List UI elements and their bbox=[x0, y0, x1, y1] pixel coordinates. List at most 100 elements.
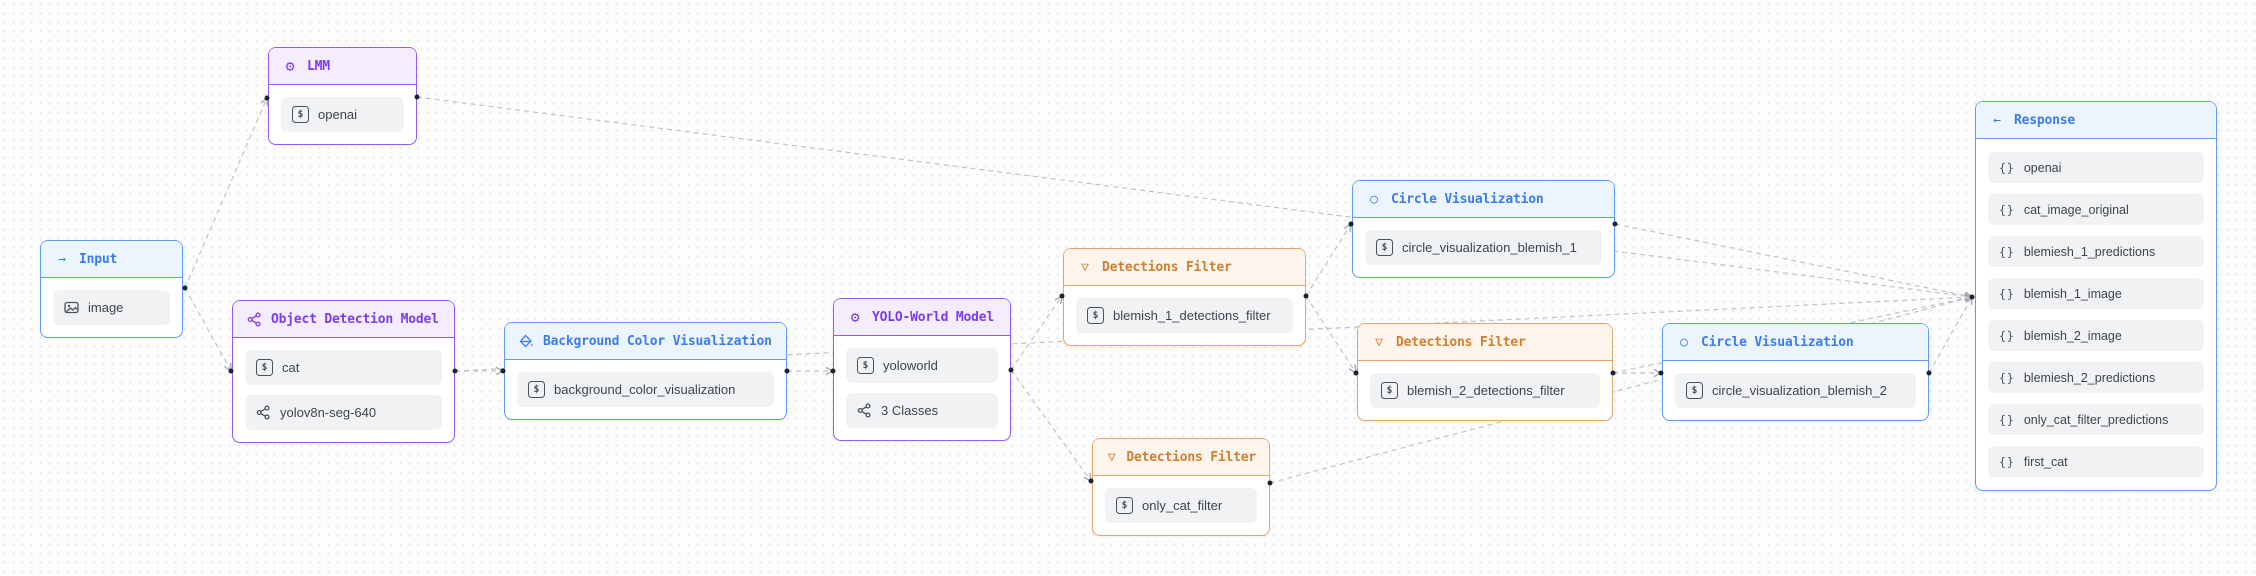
circle-icon: ○ bbox=[1370, 191, 1378, 207]
response-field-blemiesh-1-predictions[interactable]: {} blemiesh_1_predictions bbox=[1988, 236, 2204, 267]
braces-icon: {} bbox=[1999, 370, 2015, 385]
response-field-label: first_cat bbox=[2023, 454, 2068, 469]
node-circle-visualization-blemish-2[interactable]: ○ Circle Visualization $ circle_visualiz… bbox=[1662, 323, 1929, 421]
response-field-label: blemiesh_1_predictions bbox=[2023, 244, 2156, 259]
edge-yolo-dfonly bbox=[1010, 369, 1091, 481]
node-bcv-header: Background Color Visualization bbox=[505, 323, 786, 360]
node-circle-visualization-blemish-1[interactable]: ○ Circle Visualization $ circle_visualiz… bbox=[1352, 180, 1615, 278]
node-background-color-visualization[interactable]: Background Color Visualization $ backgro… bbox=[504, 322, 787, 420]
funnel-icon: ▽ bbox=[1375, 334, 1383, 350]
edge-cv1-response bbox=[1614, 223, 1972, 297]
step-label: image bbox=[88, 300, 124, 315]
step-label: yolov8n-seg-640 bbox=[280, 405, 377, 420]
arrow-right-icon: → bbox=[58, 251, 66, 267]
response-field-only-cat-filter-predictions[interactable]: {} only_cat_filter_predictions bbox=[1988, 404, 2204, 435]
step-chip-only-cat-filter[interactable]: $ only_cat_filter bbox=[1105, 488, 1257, 523]
parameter-icon: $ bbox=[1381, 382, 1398, 399]
edge-df1-df2 bbox=[1305, 295, 1356, 373]
node-cv2-header: ○ Circle Visualization bbox=[1663, 324, 1928, 361]
edge-cv2-response bbox=[1928, 297, 1972, 374]
braces-icon: {} bbox=[1999, 454, 2015, 469]
node-title: Detections Filter bbox=[1102, 259, 1232, 275]
network-icon bbox=[857, 403, 872, 418]
step-label: yoloworld bbox=[883, 358, 938, 373]
parameter-icon: $ bbox=[1116, 497, 1133, 514]
node-df2-header: ▽ Detections Filter bbox=[1358, 324, 1612, 361]
step-label: openai bbox=[318, 107, 358, 122]
node-lmm-header: ⚙ LMM bbox=[269, 48, 416, 85]
step-label: 3 Classes bbox=[881, 403, 939, 418]
node-df1-header: ▽ Detections Filter bbox=[1064, 249, 1305, 286]
response-field-label: only_cat_filter_predictions bbox=[2023, 412, 2169, 427]
node-title: Response bbox=[2014, 112, 2076, 128]
step-chip-openai[interactable]: $ openai bbox=[281, 97, 404, 132]
node-yolo-header: ⚙ YOLO-World Model bbox=[834, 299, 1010, 336]
step-label: circle_visualization_blemish_2 bbox=[1712, 383, 1887, 398]
braces-icon: {} bbox=[1999, 286, 2015, 301]
node-yolo-world-model[interactable]: ⚙ YOLO-World Model $ yoloworld 3 Classes bbox=[833, 298, 1011, 441]
braces-icon: {} bbox=[1999, 160, 2015, 175]
parameter-icon: $ bbox=[1376, 239, 1393, 256]
response-field-label: openai bbox=[2023, 160, 2062, 175]
funnel-icon: ▽ bbox=[1107, 449, 1116, 465]
step-chip-circle-visualization-blemish-2[interactable]: $ circle_visualization_blemish_2 bbox=[1675, 373, 1916, 408]
braces-icon: {} bbox=[1999, 244, 2015, 259]
step-chip-3-classes[interactable]: 3 Classes bbox=[846, 393, 998, 428]
node-odm-header: Object Detection Model bbox=[233, 301, 454, 338]
network-icon bbox=[256, 405, 271, 420]
braces-icon: {} bbox=[1999, 328, 2015, 343]
node-title: Detections Filter bbox=[1126, 449, 1256, 465]
parameter-icon: $ bbox=[857, 357, 874, 374]
node-input[interactable]: → Input image bbox=[40, 240, 183, 338]
response-field-blemiesh-2-predictions[interactable]: {} blemiesh_2_predictions bbox=[1988, 362, 2204, 393]
step-chip-circle-visualization-blemish-1[interactable]: $ circle_visualization_blemish_1 bbox=[1365, 230, 1602, 265]
step-chip-blemish-2-detections-filter[interactable]: $ blemish_2_detections_filter bbox=[1370, 373, 1600, 408]
node-title: YOLO-World Model bbox=[872, 309, 995, 325]
parameter-icon: $ bbox=[292, 106, 309, 123]
step-label: background_color_visualization bbox=[554, 382, 736, 397]
node-object-detection-model[interactable]: Object Detection Model $ cat yolov8n-seg… bbox=[232, 300, 455, 443]
response-field-cat-image-original[interactable]: {} cat_image_original bbox=[1988, 194, 2204, 225]
step-chip-yolov8n[interactable]: yolov8n-seg-640 bbox=[245, 395, 442, 430]
node-detections-filter-blemish-1[interactable]: ▽ Detections Filter $ blemish_1_detectio… bbox=[1063, 248, 1306, 346]
edge-yolo-df1 bbox=[1010, 296, 1062, 371]
response-field-blemish-2-image[interactable]: {} blemish_2_image bbox=[1988, 320, 2204, 351]
node-response[interactable]: ← Response {} openai {} cat_image_origin… bbox=[1975, 101, 2217, 491]
node-title: LMM bbox=[307, 58, 330, 74]
paint-bucket-icon bbox=[518, 334, 534, 349]
edge-input-lmm bbox=[184, 98, 267, 289]
step-chip-cat[interactable]: $ cat bbox=[245, 350, 442, 385]
node-detections-filter-blemish-2[interactable]: ▽ Detections Filter $ blemish_2_detectio… bbox=[1357, 323, 1613, 421]
step-label: only_cat_filter bbox=[1142, 498, 1223, 513]
node-title: Circle Visualization bbox=[1701, 334, 1854, 350]
step-chip-yoloworld[interactable]: $ yoloworld bbox=[846, 348, 998, 383]
parameter-icon: $ bbox=[256, 359, 273, 376]
model-gear-icon: ⚙ bbox=[285, 56, 295, 75]
node-title: Background Color Visualization bbox=[543, 333, 772, 349]
response-field-openai[interactable]: {} openai bbox=[1988, 152, 2204, 183]
step-chip-background-color-visualization[interactable]: $ background_color_visualization bbox=[517, 372, 774, 407]
node-cv1-header: ○ Circle Visualization bbox=[1353, 181, 1614, 218]
node-dfonly-header: ▽ Detections Filter bbox=[1093, 439, 1269, 476]
edge-df1-cv1 bbox=[1305, 224, 1351, 297]
node-title: Detections Filter bbox=[1396, 334, 1526, 350]
step-label: blemish_2_detections_filter bbox=[1407, 383, 1565, 398]
step-chip-image[interactable]: image bbox=[53, 290, 170, 325]
step-label: blemish_1_detections_filter bbox=[1113, 308, 1271, 323]
step-chip-blemish-1-detections-filter[interactable]: $ blemish_1_detections_filter bbox=[1076, 298, 1293, 333]
node-detections-filter-only-cat[interactable]: ▽ Detections Filter $ only_cat_filter bbox=[1092, 438, 1270, 536]
model-gear-icon: ⚙ bbox=[850, 307, 860, 326]
response-field-label: blemish_1_image bbox=[2023, 286, 2122, 301]
network-icon bbox=[246, 311, 262, 327]
response-field-blemish-1-image[interactable]: {} blemish_1_image bbox=[1988, 278, 2204, 309]
response-field-label: cat_image_original bbox=[2023, 202, 2129, 217]
node-response-header: ← Response bbox=[1976, 102, 2216, 139]
step-label: cat bbox=[282, 360, 300, 375]
parameter-icon: $ bbox=[528, 381, 545, 398]
parameter-icon: $ bbox=[1087, 307, 1104, 324]
braces-icon: {} bbox=[1999, 412, 2015, 427]
funnel-icon: ▽ bbox=[1081, 259, 1089, 275]
response-field-first-cat[interactable]: {} first_cat bbox=[1988, 446, 2204, 477]
node-lmm[interactable]: ⚙ LMM $ openai bbox=[268, 47, 417, 145]
